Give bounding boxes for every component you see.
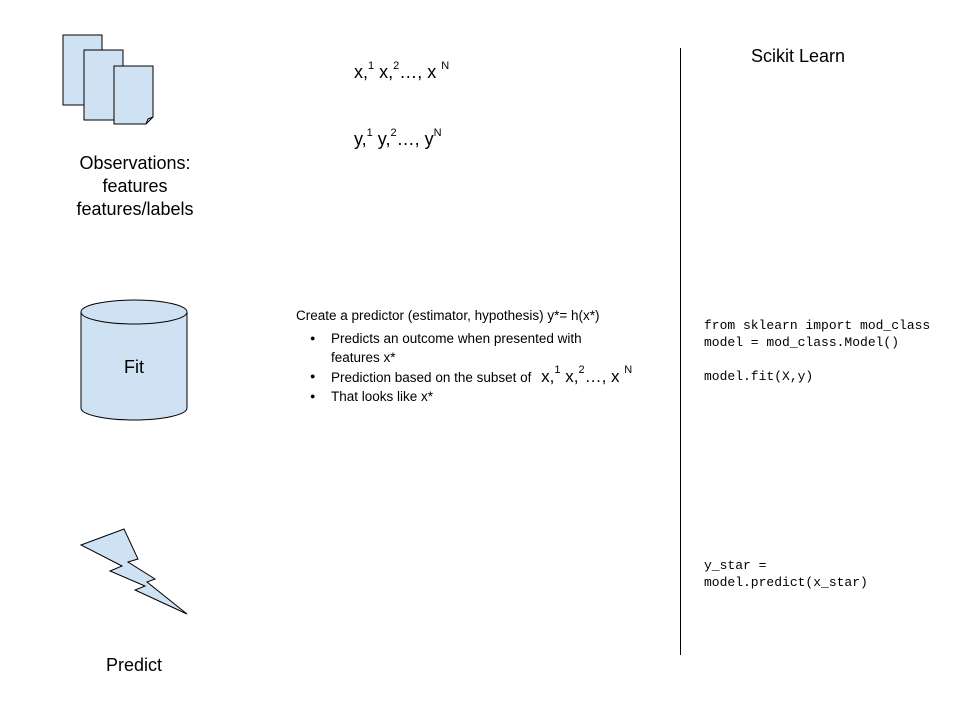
x-seq-sup: N — [441, 60, 450, 72]
y-seq-part: y, — [354, 129, 367, 149]
observations-caption: Observations: features features/labels — [60, 152, 210, 221]
x-seq-part: x, — [374, 62, 394, 82]
scikit-learn-title: Scikit Learn — [750, 46, 846, 66]
inline-seq-sup: 1 — [554, 364, 561, 376]
fit-bullet-text: Prediction based on the subset of — [331, 370, 532, 385]
y-seq-part: y, — [372, 129, 391, 149]
documents-icon — [62, 34, 154, 125]
inline-seq-part: x, — [560, 367, 579, 386]
fit-bullet-list: Predicts an outcome when presented with … — [296, 329, 676, 406]
x-seq-sup: 1 — [368, 60, 375, 72]
lightning-icon — [79, 528, 188, 615]
inline-seq-part: …, x — [584, 367, 625, 386]
x-seq-sup: 2 — [393, 60, 400, 72]
x-sequence: x,1 x,2…, x N — [354, 60, 450, 83]
fit-description: Create a predictor (estimator, hypothesi… — [296, 306, 676, 406]
y-seq-sup: 1 — [366, 127, 373, 139]
fit-bullet-text: Predicts an outcome when presented with … — [331, 331, 582, 365]
fit-bullet: Prediction based on the subset of x,1 x,… — [296, 364, 676, 387]
fit-heading: Create a predictor (estimator, hypothesi… — [296, 308, 600, 323]
fit-bullet: Predicts an outcome when presented with … — [296, 329, 621, 367]
fit-code-block: from sklearn import mod_class model = mo… — [704, 318, 931, 384]
y-seq-sup: N — [433, 127, 442, 139]
y-seq-part: …, y — [396, 129, 434, 149]
inline-seq-sup: N — [624, 364, 633, 376]
observations-caption-line: features — [102, 176, 168, 196]
observations-caption-line: features/labels — [76, 199, 194, 219]
fit-label: Fit — [124, 357, 144, 377]
inline-seq-sup: 2 — [578, 364, 585, 376]
fit-inline-sequence: x,1 x,2…, x N — [541, 364, 633, 387]
y-sequence: y,1 y,2…, yN — [354, 127, 442, 150]
x-seq-part: …, x — [399, 62, 442, 82]
vertical-divider — [680, 48, 681, 655]
fit-bullet: That looks like x* — [296, 387, 676, 406]
predict-label: Predict — [105, 655, 163, 675]
observations-caption-line: Observations: — [79, 153, 191, 173]
fit-bullet-text: That looks like x* — [331, 389, 434, 404]
predict-code-block: y_star = model.predict(x_star) — [704, 558, 868, 590]
cylinder-icon — [80, 299, 188, 421]
x-seq-part: x, — [354, 62, 369, 82]
inline-seq-part: x, — [541, 367, 555, 386]
y-seq-sup: 2 — [390, 127, 397, 139]
